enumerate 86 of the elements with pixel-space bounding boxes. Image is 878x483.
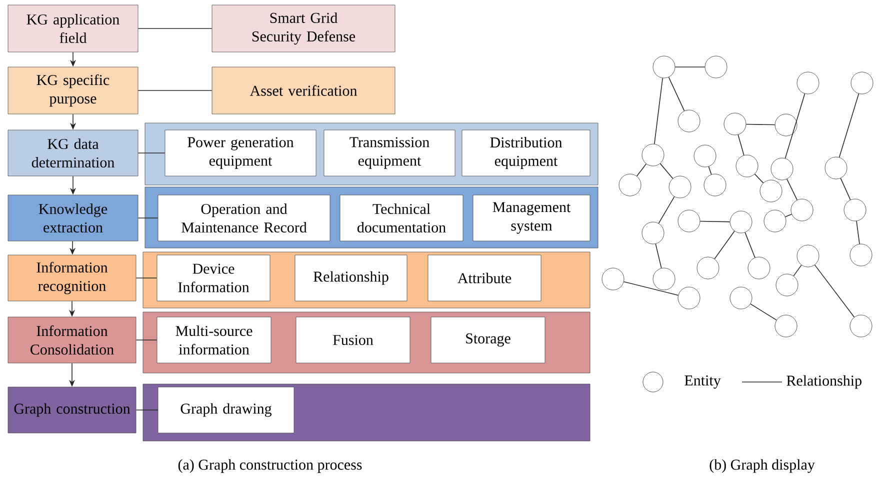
relationship-line — [738, 134, 744, 156]
entity-circle — [696, 256, 720, 280]
entity-circle — [694, 144, 716, 168]
entity-circle — [642, 144, 664, 166]
entity-circle — [850, 244, 872, 266]
entity-circle — [796, 244, 820, 268]
item-box: Smart Grid Security Defense — [212, 4, 396, 52]
entity-circle — [748, 256, 770, 280]
item-box: Distribution equipment — [462, 130, 590, 176]
entity-circle — [850, 72, 874, 94]
entity-circle — [760, 180, 782, 202]
item-box: Transmission equipment — [324, 130, 456, 176]
relationship-line — [668, 76, 685, 112]
entity-circle — [678, 286, 700, 310]
relationship-line — [714, 230, 735, 260]
relationship-line — [746, 124, 776, 126]
relationship-line — [674, 66, 706, 68]
entity-circle — [642, 222, 664, 244]
step-box: KG application field — [8, 4, 138, 52]
relationship-line — [750, 304, 777, 320]
entity-circle — [764, 210, 786, 232]
entity-circle — [724, 112, 746, 136]
item-box: Storage — [430, 316, 546, 364]
item-box: Management system — [472, 194, 590, 242]
item-box: Relationship — [294, 254, 408, 302]
caption: (b) Graph display — [710, 459, 815, 473]
step-box: Information Consolidation — [8, 316, 136, 364]
item-box: Attribute — [428, 254, 542, 302]
relationship-line — [700, 220, 730, 222]
relationship-line — [744, 232, 756, 258]
relationship-line — [784, 214, 792, 218]
entity-circle — [704, 174, 726, 196]
relationship-line — [784, 93, 806, 159]
step-box: Graph construction — [8, 386, 136, 434]
relationship-line — [793, 264, 802, 276]
entity-circle — [850, 314, 872, 338]
relationship-line — [754, 174, 764, 184]
entity-circle — [730, 210, 752, 234]
entity-circle — [652, 268, 676, 290]
entity-circle — [602, 268, 624, 290]
entity-circle — [736, 154, 758, 178]
entity-circle — [618, 174, 642, 196]
item-box: Fusion — [296, 316, 410, 364]
step-box: Knowledge extraction — [8, 194, 138, 242]
entity-circle — [796, 72, 820, 94]
item-box: Operation and Maintenance Record — [158, 194, 330, 242]
entity-circle — [704, 56, 728, 78]
relationship-line — [786, 178, 798, 200]
relationship-line — [654, 78, 664, 144]
item-box: Multi-source information — [156, 316, 272, 364]
relationship-line — [840, 178, 851, 200]
entity-circle — [652, 56, 676, 78]
entity-circle — [776, 274, 798, 296]
connector-line — [138, 90, 212, 91]
step-box: Asset verification — [212, 66, 396, 114]
item-box: Device Information — [156, 254, 270, 302]
relationship-line — [623, 281, 679, 296]
entity-circle — [774, 114, 798, 136]
step-box: KG specific purpose — [8, 66, 138, 114]
step-box: Information recognition — [8, 254, 136, 302]
relationship-line — [838, 93, 860, 158]
step-box: KG data determination — [8, 130, 138, 176]
caption: (a) Graph construction process — [178, 459, 362, 473]
legend-label: Entity — [684, 375, 721, 389]
entity-circle — [668, 176, 692, 198]
entity-circle — [678, 210, 700, 232]
entity-circle — [678, 110, 700, 132]
entity-circle — [844, 198, 866, 222]
legend-label: Relationship — [786, 375, 862, 389]
entity-circle — [730, 286, 752, 310]
relationship-line — [660, 163, 674, 179]
relationship-line — [708, 166, 712, 175]
item-box: Technical documentation — [340, 194, 464, 242]
entity-circle — [774, 314, 798, 338]
relationship-line — [636, 163, 647, 177]
connector-line — [138, 152, 166, 154]
item-box: Power generation equipment — [164, 130, 316, 176]
entity-circle — [790, 198, 814, 222]
relationship-line — [814, 264, 855, 318]
relationship-line — [655, 244, 662, 268]
entity-circle — [770, 158, 794, 180]
relationship-line — [856, 220, 860, 244]
item-box: Graph drawing — [158, 386, 294, 434]
entity-circle — [824, 156, 848, 180]
relationship-line — [658, 196, 675, 224]
connector-line — [138, 28, 212, 29]
